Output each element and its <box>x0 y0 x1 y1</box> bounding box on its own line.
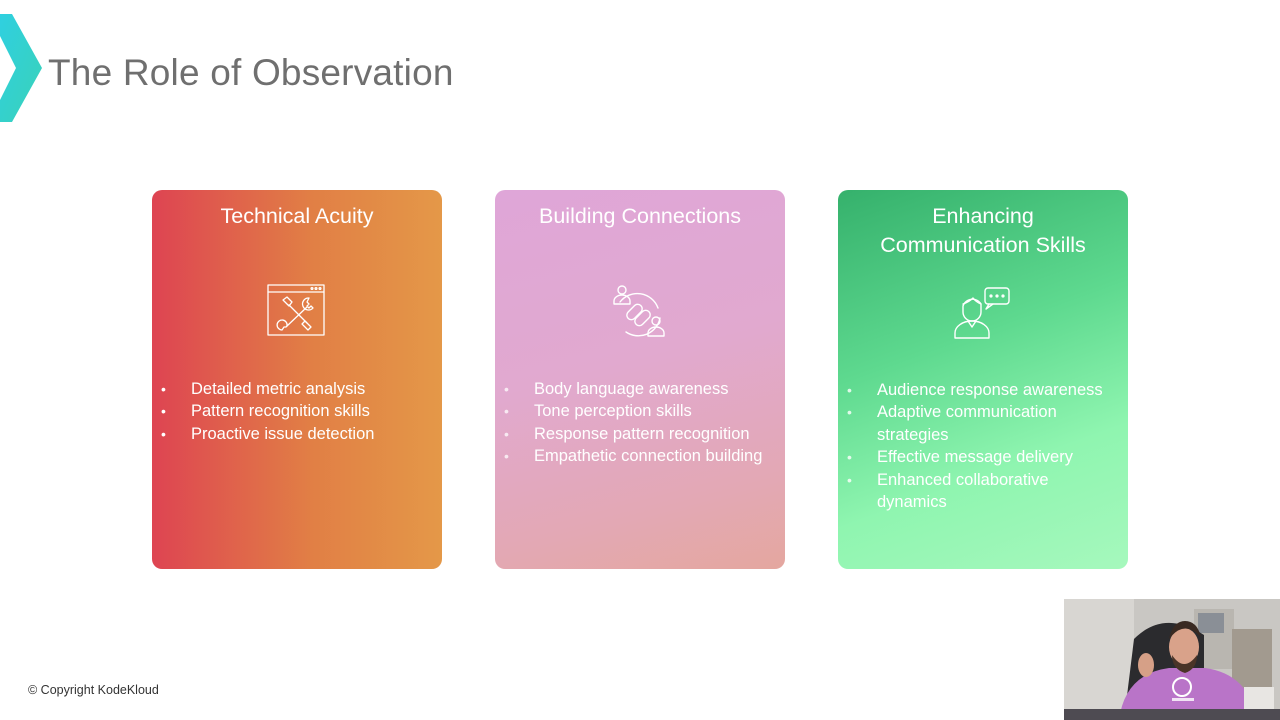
list-item: Audience response awareness <box>846 379 1120 402</box>
person-speech-bubble-icon <box>954 287 1010 339</box>
tools-window-icon <box>267 284 325 336</box>
kodekloud-chevron-icon <box>0 14 42 122</box>
card-building-connections: Building Connections Body language aware… <box>495 190 785 569</box>
card-technical-acuity: Technical Acuity Detailed metric analysi… <box>152 190 442 569</box>
list-item: Empathetic connection building <box>503 445 777 468</box>
list-item: Detailed metric analysis <box>160 378 434 401</box>
page-title: The Role of Observation <box>48 52 454 93</box>
list-item: Adaptive communication strategies <box>846 401 1120 446</box>
presenter-webcam-icon <box>1064 599 1280 720</box>
list-item: Pattern recognition skills <box>160 400 434 423</box>
list-item: Tone perception skills <box>503 400 777 423</box>
card-enhancing-communication-skills: Enhancing Communication Skills Audience … <box>838 190 1128 569</box>
people-link-icon <box>613 285 665 337</box>
list-item: Enhanced collaborative dynamics <box>846 469 1120 514</box>
list-item: Body language awareness <box>503 378 777 401</box>
card-title: Building Connections <box>539 204 741 228</box>
list-item: Proactive issue detection <box>160 423 434 446</box>
card-title: Enhancing Communication Skills <box>880 204 1086 257</box>
bullet-list: Body language awareness Tone perception … <box>503 378 777 468</box>
list-item: Effective message delivery <box>846 446 1120 469</box>
bullet-list: Audience response awareness Adaptive com… <box>846 379 1120 513</box>
card-title: Technical Acuity <box>220 204 374 228</box>
copyright-text: © Copyright KodeKloud <box>28 683 159 697</box>
list-item: Response pattern recognition <box>503 423 777 446</box>
bullet-list: Detailed metric analysis Pattern recogni… <box>160 378 434 446</box>
